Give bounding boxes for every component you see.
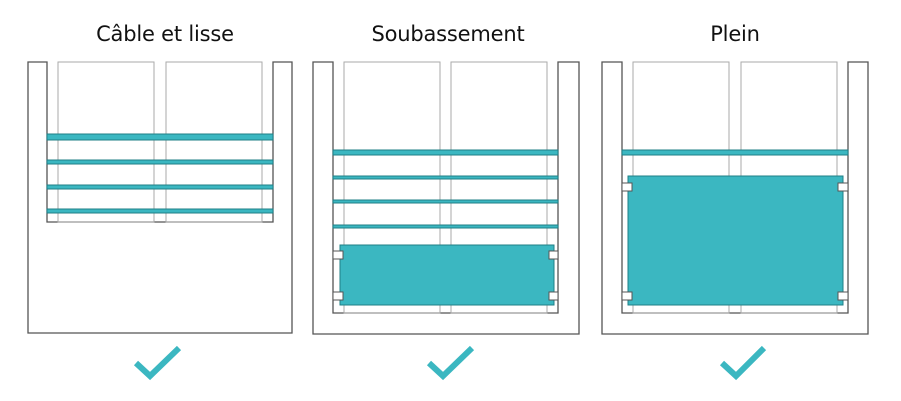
full-panel — [627, 175, 844, 306]
check-icon — [426, 345, 475, 381]
base-panel — [339, 244, 555, 306]
title-cable-et-lisse: Câble et lisse — [96, 22, 234, 46]
top-rail — [621, 149, 849, 156]
rails — [46, 133, 274, 214]
title-plein: Plein — [710, 22, 760, 46]
panel-cable-et-lisse — [27, 61, 293, 334]
cable-3 — [332, 224, 559, 229]
check-icon — [133, 345, 182, 381]
frame-outline — [27, 61, 293, 334]
cable-1 — [46, 159, 274, 165]
cable-1 — [332, 175, 559, 180]
cable-3 — [46, 208, 274, 214]
check-icon — [719, 345, 767, 381]
top-rail — [46, 133, 274, 141]
glass-posts — [343, 61, 548, 314]
clamps — [621, 182, 849, 301]
cable-2 — [46, 184, 274, 190]
panel-plein — [601, 61, 869, 335]
frame-outline — [312, 61, 580, 335]
rails — [332, 149, 559, 229]
frame-outline — [601, 61, 869, 335]
clamps — [332, 250, 559, 301]
panel-soubassement — [312, 61, 580, 335]
glass-posts — [57, 61, 263, 223]
title-soubassement: Soubassement — [371, 22, 525, 46]
top-rail — [332, 149, 559, 156]
cable-2 — [332, 199, 559, 204]
